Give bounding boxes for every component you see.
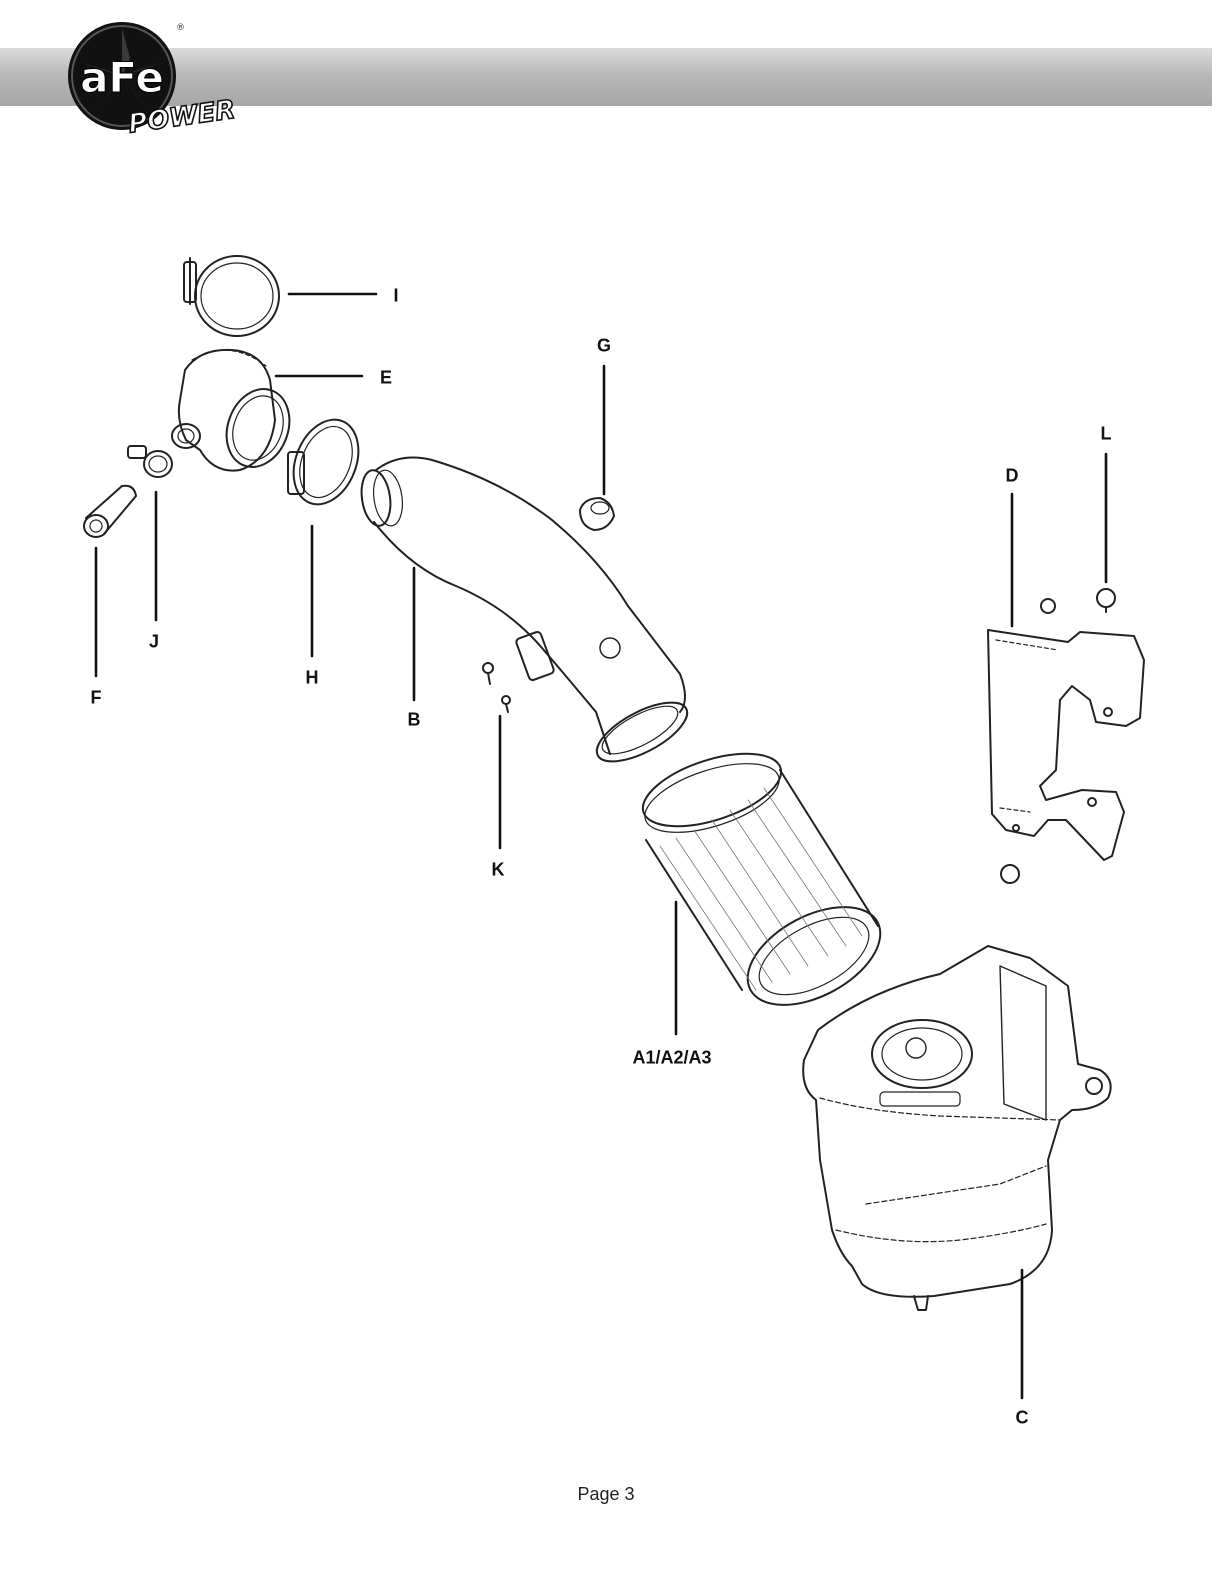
part-b-intake-tube <box>360 456 689 763</box>
part-h-clamp <box>287 418 360 506</box>
part-d-heat-shield <box>987 629 1145 861</box>
part-k-screws <box>482 662 511 713</box>
part-f-small-hose <box>83 484 137 538</box>
part-a-air-filter <box>641 752 882 1006</box>
callout-a1-a2-a3: A1/A2/A3 <box>632 1047 712 1068</box>
part-c-airbox <box>802 945 1112 1311</box>
callout-d: D <box>1005 465 1019 486</box>
logo-text: aFe <box>80 53 164 102</box>
callout-h: H <box>305 667 319 688</box>
callout-l: L <box>1100 423 1112 444</box>
leader-lines <box>94 292 1108 1400</box>
afe-power-logo: aFe ® POWER <box>68 22 238 134</box>
callout-f: F <box>90 687 102 708</box>
page-number: Page 3 <box>577 1484 635 1504</box>
header-bar <box>0 48 1212 106</box>
callout-g: G <box>596 335 612 356</box>
callout-c: C <box>1015 1407 1029 1428</box>
callout-e: E <box>379 367 393 388</box>
callout-j: J <box>148 631 160 652</box>
part-l-push-clips <box>1000 588 1116 884</box>
part-i-clamp <box>183 255 280 337</box>
callout-i: I <box>393 285 399 306</box>
logo-registered-mark: ® <box>176 23 185 33</box>
part-j-small-clamp <box>127 445 173 478</box>
callout-k: K <box>491 859 505 880</box>
part-e-maf-housing <box>171 348 291 472</box>
part-g-grommet <box>579 497 615 531</box>
callout-b: B <box>407 709 421 730</box>
